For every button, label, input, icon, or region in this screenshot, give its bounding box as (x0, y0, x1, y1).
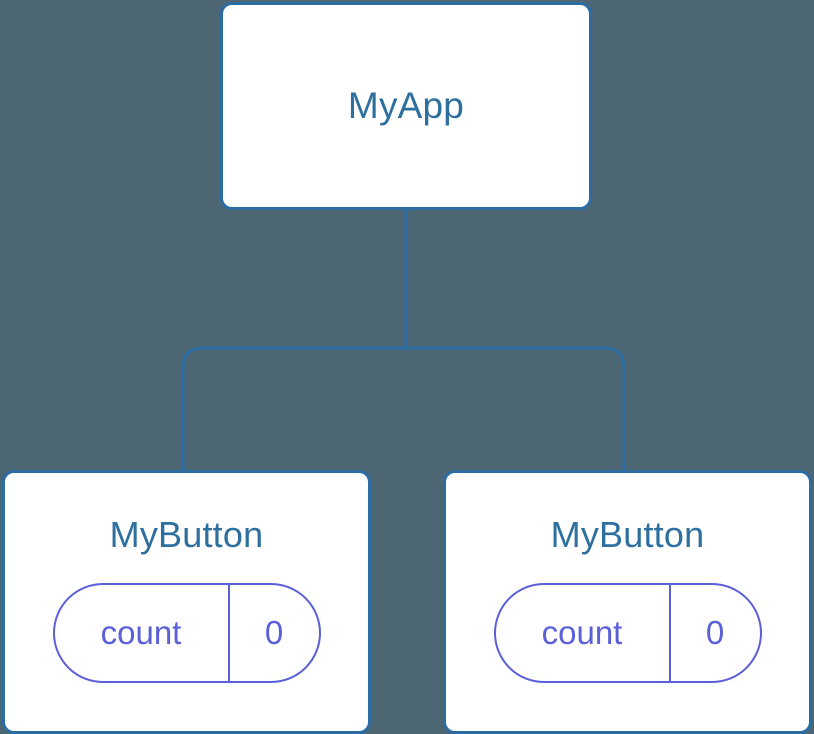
node-mybutton-right-label: MyButton (550, 514, 705, 555)
node-mybutton-right[interactable]: MyButton count 0 (443, 470, 812, 734)
node-mybutton-left-label: MyButton (109, 514, 264, 555)
state-pill-right[interactable]: count 0 (493, 582, 762, 683)
node-myapp[interactable]: MyApp (220, 2, 592, 210)
state-value-right: 0 (705, 613, 725, 651)
state-pill-left[interactable]: count 0 (52, 582, 321, 683)
state-key-right: count (496, 584, 671, 681)
edge-root-to-child-left (181, 346, 406, 472)
state-key-left: count (55, 584, 230, 681)
node-mybutton-left[interactable]: MyButton count 0 (2, 470, 371, 734)
node-myapp-label: MyApp (347, 84, 465, 126)
edge-root-to-child-right (406, 346, 626, 472)
state-value-left: 0 (264, 613, 284, 651)
